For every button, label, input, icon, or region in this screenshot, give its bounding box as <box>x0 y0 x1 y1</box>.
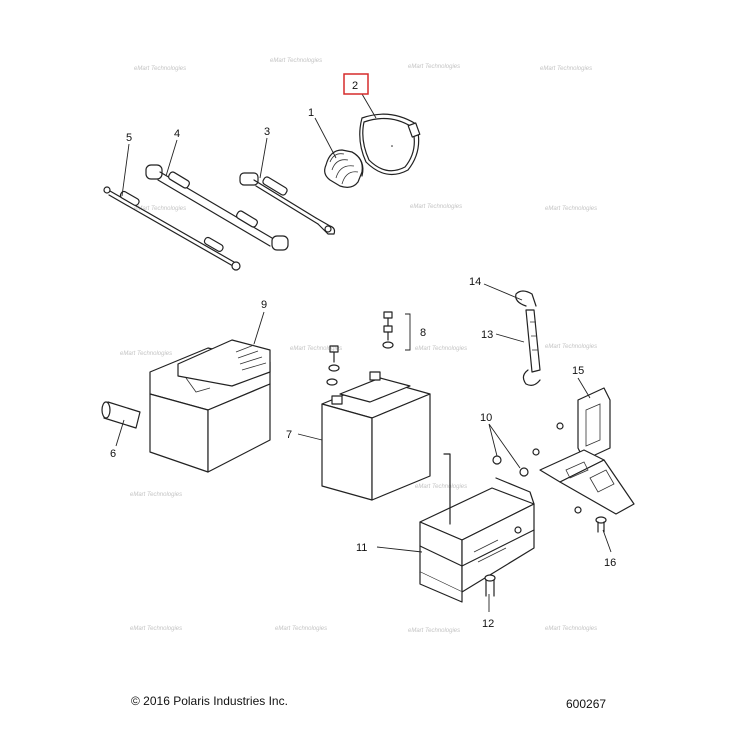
watermark-group: eMart Technologies eMart Technologies eM… <box>120 58 597 634</box>
callout-11[interactable]: 11 <box>356 542 367 554</box>
copyright-text: © 2016 Polaris Industries Inc. <box>131 694 288 708</box>
watermark: eMart Technologies <box>270 58 322 64</box>
callout-12[interactable]: 12 <box>482 618 494 630</box>
callout-13[interactable]: 13 <box>481 329 493 341</box>
part-4-battery-cable[interactable] <box>145 164 289 251</box>
callout-6[interactable]: 6 <box>110 448 116 460</box>
callout-7[interactable]: 7 <box>286 429 292 441</box>
part-16-bolt[interactable] <box>595 516 607 533</box>
part-10-nuts[interactable] <box>492 455 529 477</box>
part-15-bracket[interactable] <box>532 387 635 515</box>
part-14-hook[interactable] <box>515 290 537 307</box>
part-2-loop-strap[interactable] <box>359 113 421 176</box>
watermark: eMart Technologies <box>415 346 467 352</box>
watermark: eMart Technologies <box>130 626 182 632</box>
watermark: eMart Technologies <box>408 64 460 70</box>
callout-2[interactable]: 2 <box>352 80 358 92</box>
watermark: eMart Technologies <box>275 626 327 632</box>
callout-10[interactable]: 10 <box>480 412 492 424</box>
callout-14[interactable]: 14 <box>469 276 481 288</box>
watermark: eMart Technologies <box>545 206 597 212</box>
watermark: eMart Technologies <box>545 626 597 632</box>
watermark: eMart Technologies <box>415 484 467 490</box>
watermark: eMart Technologies <box>134 206 186 212</box>
part-3-battery-cable[interactable] <box>239 172 336 235</box>
callout-8[interactable]: 8 <box>420 327 426 339</box>
callout-9[interactable]: 9 <box>261 299 267 311</box>
part-1-strap-coil[interactable] <box>324 149 364 188</box>
watermark: eMart Technologies <box>134 66 186 72</box>
part-11-battery-tray[interactable] <box>419 453 535 603</box>
callout-3[interactable]: 3 <box>264 126 270 138</box>
part-6-tube[interactable] <box>101 401 141 429</box>
watermark: eMart Technologies <box>120 351 172 357</box>
part-5-ground-cable[interactable] <box>103 186 241 271</box>
diagram-number: 600267 <box>566 697 607 711</box>
callout-15[interactable]: 15 <box>572 365 584 377</box>
watermark: eMart Technologies <box>130 492 182 498</box>
leader-lines <box>115 93 612 612</box>
watermark: eMart Technologies <box>410 204 462 210</box>
watermark: eMart Technologies <box>540 66 592 72</box>
watermark: eMart Technologies <box>545 344 597 350</box>
part-7-battery[interactable] <box>321 371 431 501</box>
callout-5[interactable]: 5 <box>126 132 132 144</box>
part-9-battery-cover[interactable] <box>149 339 271 473</box>
callout-1[interactable]: 1 <box>308 107 314 119</box>
callout-16[interactable]: 16 <box>604 557 616 569</box>
watermark: eMart Technologies <box>408 628 460 634</box>
watermark: eMart Technologies <box>290 346 342 352</box>
callout-labels: 1 2 3 4 5 6 7 8 9 10 11 12 13 14 15 16 <box>110 73 616 630</box>
highlight-box <box>343 73 369 95</box>
part-13-hold-strap[interactable] <box>522 309 541 386</box>
part-8-hardware[interactable] <box>326 311 411 386</box>
part-12-bolt[interactable] <box>484 574 496 597</box>
callout-4[interactable]: 4 <box>174 128 180 140</box>
